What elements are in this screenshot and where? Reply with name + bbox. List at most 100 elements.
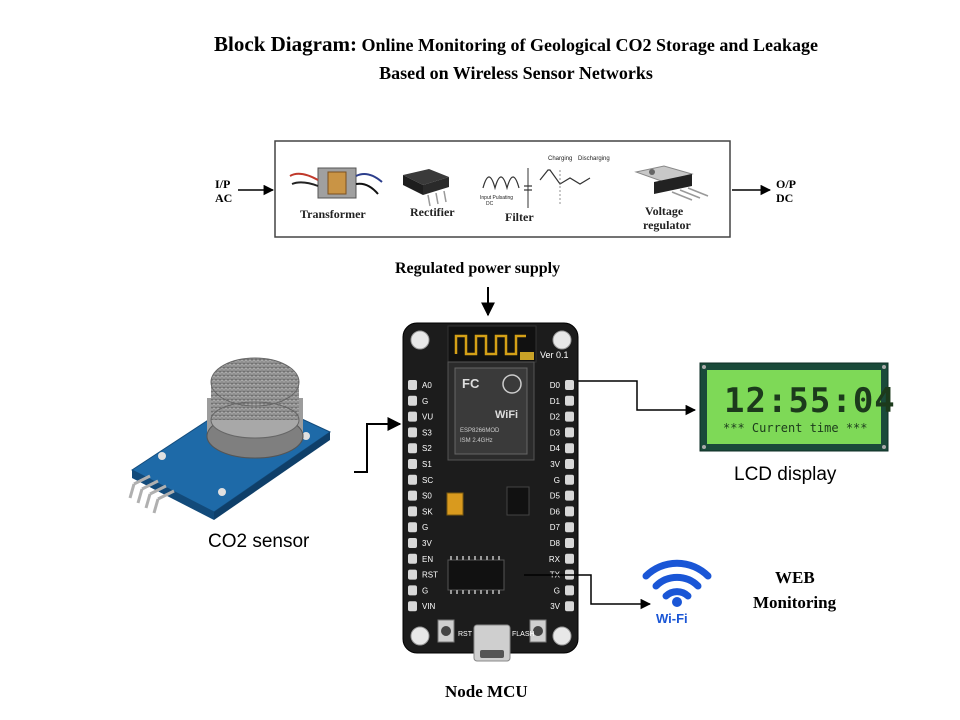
left-pin-label: EN <box>422 555 433 564</box>
left-pin-label: S1 <box>422 460 432 469</box>
right-pin-label: RX <box>549 555 561 564</box>
title-rest: Online Monitoring of Geological CO2 Stor… <box>356 35 818 55</box>
left-pin-label: A0 <box>422 381 432 390</box>
left-pin-pad <box>408 569 417 580</box>
board-version-text: Ver 0.1 <box>540 350 569 360</box>
right-pin-pad <box>565 553 574 564</box>
right-pin-pad <box>565 474 574 485</box>
left-pin-pad <box>408 538 417 548</box>
usb-uart-chip <box>447 559 505 591</box>
left-pin-pad <box>408 380 417 390</box>
right-pin-label: D6 <box>550 507 561 516</box>
right-pin-pad <box>565 411 574 422</box>
regulator-label: regulator <box>643 218 691 232</box>
right-pin-pad <box>565 427 574 438</box>
flash-button-label: FLASH <box>512 631 535 638</box>
regulator-chip <box>506 486 530 516</box>
filter-waveform-icon: Charging Discharging Input Pulsating DC <box>480 156 610 208</box>
diagram-title: Block Diagram: Online Monitoring of Geol… <box>0 32 960 57</box>
left-pin-pad <box>408 427 417 438</box>
left-pin-label: SC <box>422 476 433 485</box>
right-pin-pad <box>565 585 574 596</box>
right-pin-pad <box>565 443 574 454</box>
power-supply-label: Regulated power supply <box>395 260 560 277</box>
left-pin-label: S3 <box>422 428 432 437</box>
left-pin-pad <box>408 474 417 485</box>
right-pin-label: D5 <box>550 492 561 501</box>
left-pin-label: SK <box>422 507 433 516</box>
lcd-display: 12:55:04 *** Current time *** <box>699 362 896 452</box>
lcd-display-label: LCD display <box>734 464 837 485</box>
left-pin-pad <box>408 601 417 612</box>
left-pin-pad <box>408 395 417 406</box>
right-pin-label: D8 <box>550 539 561 548</box>
right-pin-label: D3 <box>550 428 561 437</box>
title-main: Block Diagram: <box>214 32 357 56</box>
mcu-to-lcd-arrow <box>578 380 697 416</box>
voltage-label: Voltage <box>645 204 684 218</box>
nodemcu-board: FC WiFi ESP8266MOD ISM 2.4GHz Ver 0.1 A0… <box>402 322 579 662</box>
output-label-op: O/P <box>776 177 796 191</box>
rst-button-label: RST <box>458 631 473 638</box>
chip-band-text: ISM 2.4GHz <box>460 438 493 444</box>
input-label-ip: I/P <box>215 177 230 191</box>
power-supply-block: Charging Discharging Input Pulsating DC … <box>238 140 772 238</box>
right-pin-label: G <box>554 586 560 595</box>
filter-note-charging: Charging <box>548 156 572 162</box>
filter-note-dc: DC <box>486 201 494 207</box>
left-pin-pad <box>408 585 417 596</box>
web-label-line2: Monitoring <box>753 593 837 612</box>
mcu-to-wifi-arrow <box>524 574 652 610</box>
nodemcu-label: Node MCU <box>445 682 528 701</box>
right-pin-label: D7 <box>550 523 561 532</box>
rectifier-label: Rectifier <box>410 205 455 219</box>
left-pin-pad <box>408 522 417 533</box>
left-pin-pad <box>408 411 417 422</box>
left-pin-pad <box>408 553 417 564</box>
filter-note-input: Input Pulsating <box>480 195 513 201</box>
espressif-logo-icon <box>502 374 522 394</box>
rectifier-icon <box>403 169 449 207</box>
left-pin-label: VIN <box>422 602 436 611</box>
left-pin-label: VU <box>422 413 433 422</box>
right-pin-label: G <box>554 476 560 485</box>
filter-label: Filter <box>505 210 534 224</box>
transformer-label: Transformer <box>300 207 366 221</box>
lcd-caption: *** Current time *** <box>723 421 868 435</box>
right-pin-pad <box>565 459 574 469</box>
left-pin-label: G <box>422 523 428 532</box>
left-pin-label: RST <box>422 571 438 580</box>
input-label-ac: AC <box>215 191 232 205</box>
right-pin-label: D1 <box>550 397 561 406</box>
right-pin-label: D2 <box>550 413 561 422</box>
left-pin-pad <box>408 490 417 501</box>
left-pin-label: 3V <box>422 539 432 548</box>
left-pin-label: G <box>422 397 428 406</box>
sensor-to-mcu-arrow <box>354 417 402 473</box>
right-pin-label: D0 <box>550 381 561 390</box>
right-pin-label: 3V <box>550 602 560 611</box>
left-pin-pad <box>408 506 417 517</box>
output-label-dc: DC <box>776 191 793 205</box>
voltage-regulator-icon <box>634 165 709 201</box>
transformer-icon <box>289 167 383 199</box>
chip-model-text: ESP8266MOD <box>460 428 500 434</box>
right-pin-pad <box>565 522 574 533</box>
left-pin-pad <box>408 443 417 454</box>
right-pin-pad <box>565 490 574 501</box>
left-pin-label: S2 <box>422 444 432 453</box>
right-pin-label: D4 <box>550 444 561 453</box>
diagram-subtitle: Based on Wireless Sensor Networks <box>379 63 653 83</box>
co2-sensor-image <box>128 357 332 520</box>
wifi-icon: Wi-Fi <box>642 559 712 626</box>
wifi-badge-text: Wi-Fi <box>656 611 688 626</box>
right-pin-pad <box>565 601 574 612</box>
web-label-line1: WEB <box>775 568 815 587</box>
lcd-time-readout: 12:55:04 <box>724 381 896 421</box>
svg-text:FC: FC <box>462 376 480 391</box>
right-pin-pad <box>565 380 574 390</box>
right-pin-pad <box>565 395 574 406</box>
right-pin-label: 3V <box>550 460 560 469</box>
